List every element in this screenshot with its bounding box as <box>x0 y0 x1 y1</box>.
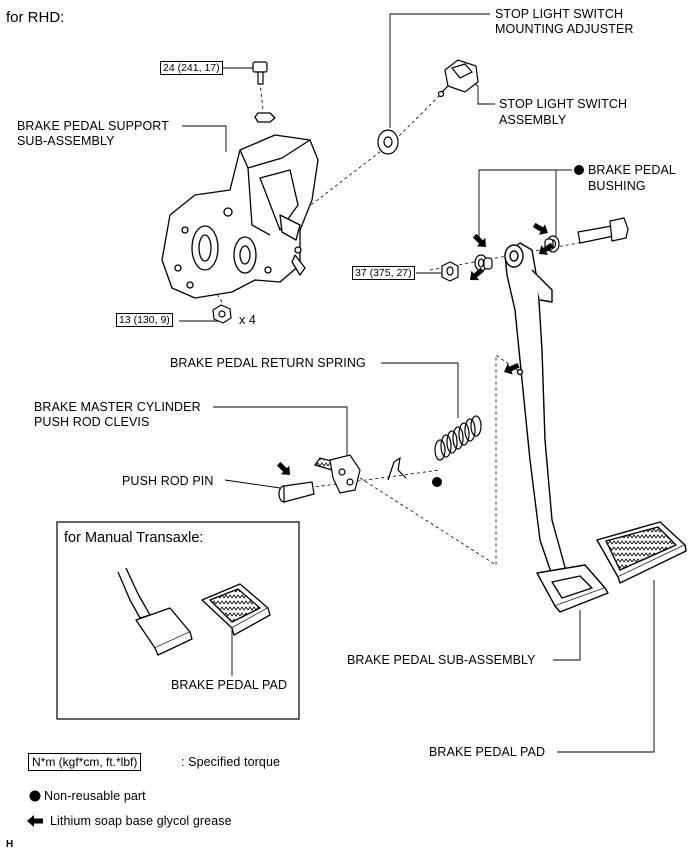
legend-torque-text: : Specified torque <box>181 755 281 769</box>
support-nut <box>212 304 232 324</box>
label-clevis-line1: BRAKE MASTER CYLINDER <box>34 400 201 414</box>
legend-arrow-icon <box>27 815 43 827</box>
legend-non-reusable: Non-reusable part <box>44 789 146 803</box>
label-pedal-sub-assembly: BRAKE PEDAL SUB-ASSEMBLY <box>347 653 536 667</box>
label-clevis-line2: PUSH ROD CLEVIS <box>34 415 150 429</box>
brake-pedal-support <box>161 112 319 299</box>
inset-pedal-drawing <box>117 567 271 656</box>
label-bushing-line1: BRAKE PEDAL <box>588 163 676 177</box>
label-support-line2: SUB-ASSEMBLY <box>17 134 115 148</box>
torque-top-bolt: 24 (241, 17) <box>160 61 223 75</box>
torque-support-nut: 13 (130, 9) <box>116 313 173 327</box>
brake-pedal-pad-main <box>596 521 687 584</box>
assembly-lines <box>212 81 596 566</box>
inset-title: for Manual Transaxle: <box>64 530 204 546</box>
label-support-line1: BRAKE PEDAL SUPPORT <box>17 119 169 133</box>
return-spring <box>434 415 482 461</box>
stop-light-switch <box>437 59 479 98</box>
label-push-rod-pin: PUSH ROD PIN <box>122 474 214 488</box>
label-pedal-pad-main: BRAKE PEDAL PAD <box>429 745 546 759</box>
label-switch-line1: STOP LIGHT SWITCH <box>499 97 628 111</box>
top-bolt <box>252 61 268 85</box>
pivot-nut <box>441 261 459 282</box>
label-bushing-line2: BUSHING <box>588 179 646 193</box>
legend-torque-box: N*m (kgf*cm, ft.*lbf) <box>28 753 142 771</box>
label-switch-line2: ASSEMBLY <box>499 113 567 127</box>
push-rod-clevis <box>314 454 361 494</box>
footer-code: H <box>6 839 14 850</box>
legend-grease: Lithium soap base glycol grease <box>50 814 232 828</box>
label-quantity: x 4 <box>239 313 256 327</box>
clip <box>387 456 407 481</box>
non-reusable-markers <box>432 165 584 487</box>
label-adjuster-line2: MOUNTING ADJUSTER <box>495 22 634 36</box>
push-rod-pin <box>278 481 315 503</box>
legend-symbols <box>27 790 43 827</box>
brake-pedal-arm <box>504 242 609 613</box>
torque-pivot-nut: 37 (375, 27) <box>352 266 415 280</box>
label-adjuster-line1: STOP LIGHT SWITCH <box>495 7 624 21</box>
legend-dot-icon <box>29 790 41 802</box>
inset-pad-label: BRAKE PEDAL PAD <box>171 678 288 692</box>
page-title: for RHD: <box>6 9 65 26</box>
pivot-bolt <box>577 217 629 244</box>
label-return-spring: BRAKE PEDAL RETURN SPRING <box>170 356 366 370</box>
stop-light-switch-adjuster <box>377 129 399 155</box>
manual-transaxle-inset <box>56 521 300 720</box>
leader-lines <box>179 13 655 753</box>
